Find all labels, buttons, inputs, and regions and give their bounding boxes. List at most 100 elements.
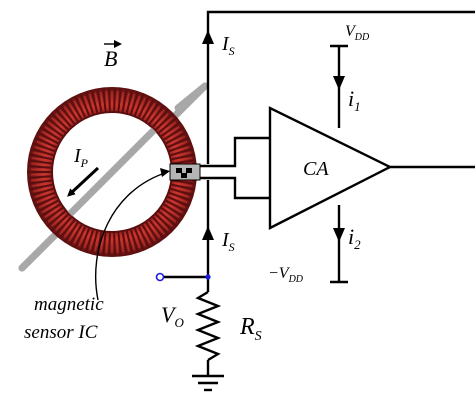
coil-winding-highlight	[36, 195, 53, 203]
coil-winding-highlight	[145, 225, 156, 242]
coil-winding	[172, 159, 196, 165]
coil-winding	[129, 91, 139, 115]
coil-winding	[50, 213, 69, 232]
coil-winding-highlight	[31, 168, 49, 171]
coil-winding	[50, 112, 69, 131]
coil-winding-highlight	[152, 109, 165, 124]
coil-winding	[137, 226, 150, 248]
coil-winding	[171, 183, 195, 191]
coil-winding	[30, 187, 54, 197]
coil-winding	[133, 93, 145, 116]
coil-winding-highlight	[41, 203, 57, 214]
coil-winding	[34, 136, 57, 149]
coil-winding	[113, 232, 116, 256]
coil-winding-highlight	[167, 203, 183, 214]
coil-winding-highlight	[94, 92, 100, 110]
coil-winding-highlight	[164, 207, 180, 218]
coil-winding-highlight	[55, 113, 68, 127]
coil-winding-highlight	[89, 93, 95, 111]
coil-winding-highlight	[73, 100, 83, 116]
sense-current-bottom-label: IS	[221, 229, 235, 254]
coil-winding	[170, 147, 194, 157]
coil-winding	[55, 216, 72, 236]
coil-winding	[69, 224, 83, 246]
coil-winding	[145, 222, 160, 243]
coil-winding-highlight	[172, 191, 190, 198]
coil-winding	[168, 142, 192, 153]
primary-current-label: IP	[73, 145, 89, 170]
sensor-label-line2: sensor IC	[24, 322, 98, 343]
coil-winding	[29, 153, 53, 161]
coil-winding-highlight	[137, 97, 146, 114]
coil-winding-highlight	[44, 126, 60, 137]
primary-conductor-line-inner	[67, 127, 157, 217]
coil-winding	[141, 224, 155, 246]
coil-winding	[28, 179, 52, 185]
coil-winding	[121, 231, 128, 255]
coil-winding	[133, 228, 145, 251]
coil-winding	[79, 228, 91, 251]
coil-winding-highlight	[51, 214, 65, 227]
coil-winding-highlight	[63, 223, 75, 238]
coil-winding-highlight	[124, 234, 130, 252]
coil-winding-highlight	[59, 109, 72, 124]
coil-winding	[28, 165, 52, 169]
coil-winding-highlight	[141, 100, 151, 116]
coil-winding-highlight	[173, 186, 191, 193]
coil-winding-highlight	[174, 157, 192, 162]
coil-winding-highlight	[73, 228, 83, 244]
coil-winding-highlight	[36, 141, 53, 149]
coil-winding	[165, 131, 187, 145]
coil-winding-highlight	[167, 130, 183, 141]
sensor-label-line1: magnetic	[34, 294, 104, 315]
coil-winding-highlight	[120, 91, 124, 109]
coil-winding	[117, 232, 122, 256]
coil-winding	[29, 183, 53, 191]
coil-winding	[152, 108, 169, 128]
coil-winding-highlight	[31, 173, 49, 176]
coil-winding	[90, 230, 99, 254]
coil-winding	[85, 91, 95, 115]
coil-winding-highlight	[137, 230, 146, 247]
coil-winding-highlight	[32, 157, 50, 162]
coil-winding-highlight	[34, 146, 52, 153]
coil-winding	[74, 226, 87, 248]
coil-winding-highlight	[83, 95, 91, 113]
coil-winding	[108, 88, 111, 112]
coil-winding	[40, 126, 61, 141]
coil-winding-highlight	[31, 178, 49, 182]
coil-winding	[37, 131, 59, 145]
coil-winding-highlight	[94, 234, 100, 252]
coil-winding	[64, 222, 79, 243]
coil-winding-highlight	[171, 141, 188, 149]
coil-winding	[148, 219, 165, 239]
coil-winding	[141, 98, 155, 120]
coil-winding-highlight	[115, 91, 119, 109]
coil-winding-highlight	[44, 207, 60, 218]
coil-winding-highlight	[32, 182, 50, 187]
coil-winding-highlight	[133, 95, 141, 113]
vdd-label: VDD	[345, 23, 370, 43]
coil-winding-highlight	[169, 135, 186, 145]
coil-winding-highlight	[159, 117, 173, 130]
b-field-label: B	[104, 46, 117, 71]
coil-winding-highlight	[105, 91, 109, 109]
coil-winding-highlight	[38, 199, 55, 209]
coil-winding	[30, 147, 54, 157]
coil-winding	[167, 195, 190, 208]
coil-winding	[158, 210, 177, 227]
coil-winding-highlight	[164, 126, 180, 137]
vo-label: VO	[161, 302, 184, 330]
coil-winding	[160, 207, 181, 223]
coil-winding	[69, 98, 83, 120]
coil-winding	[129, 229, 139, 253]
ground-symbol	[192, 374, 224, 392]
coil-winding	[125, 90, 134, 114]
coil-winding	[28, 175, 52, 179]
coil-winding	[79, 93, 91, 116]
coil-winding	[102, 88, 107, 112]
coil-winding	[160, 121, 181, 137]
coil-winding	[121, 89, 128, 113]
coil-winding-highlight	[89, 233, 95, 251]
i1-label: i1	[348, 86, 361, 114]
